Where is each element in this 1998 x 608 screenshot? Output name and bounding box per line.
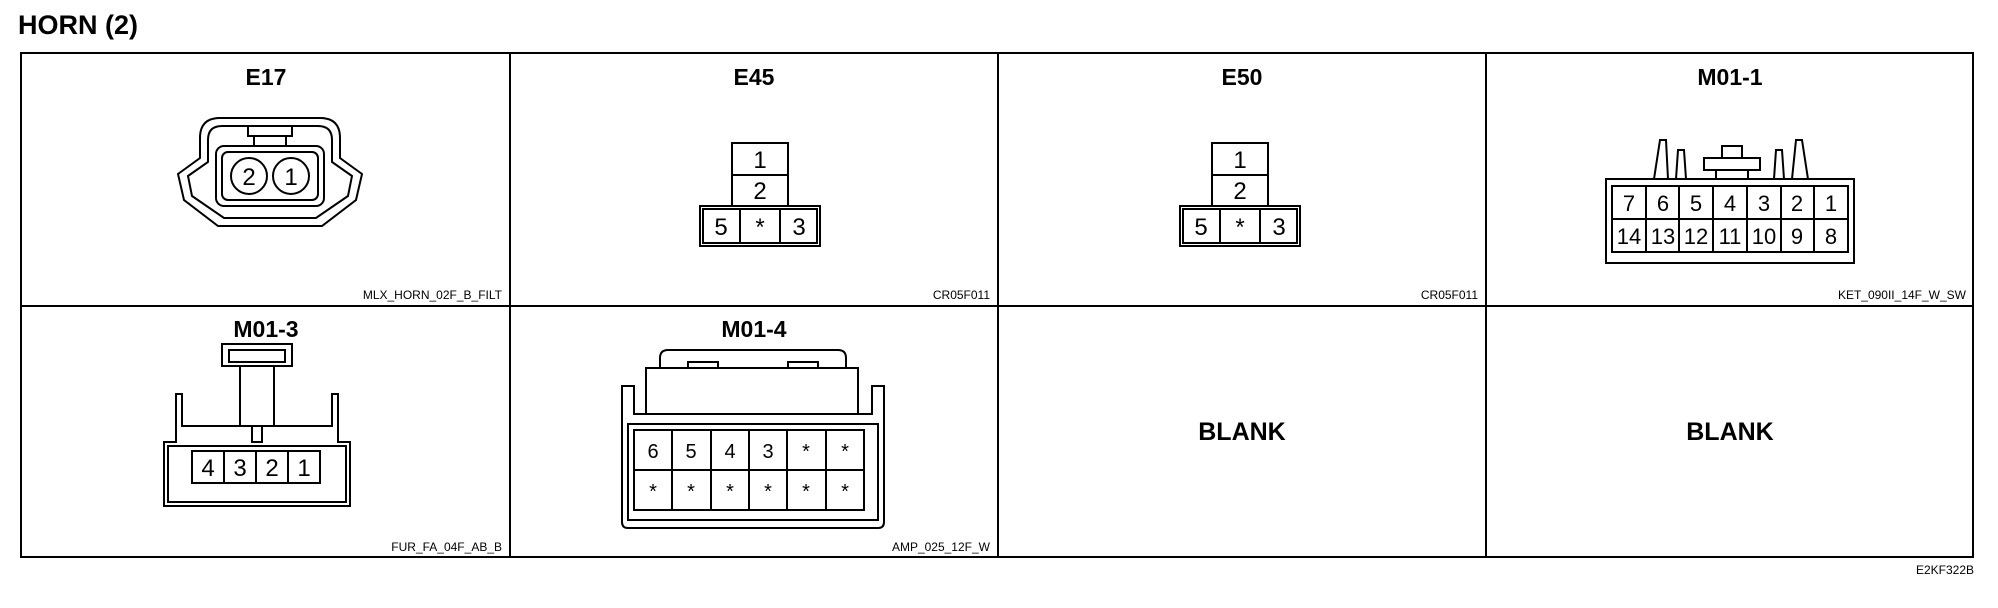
pin-label: 8 [1825, 224, 1837, 249]
pin-label: 4 [201, 455, 214, 482]
blank-label: BLANK [1686, 418, 1774, 446]
grid-divider [22, 305, 1972, 307]
pin-label: 9 [1791, 224, 1803, 249]
pin-label: * [802, 481, 810, 503]
pin-label: * [649, 481, 657, 503]
pin-label: 3 [762, 441, 773, 463]
connector-code: KET_090II_14F_W_SW [1837, 288, 1966, 302]
connector-name: M01-4 [721, 316, 787, 342]
connector-m01-1: M01-1 7 [1486, 54, 1974, 306]
pin-label: 12 [1684, 224, 1708, 249]
connector-e45: E45 1 2 5 * 3 CR05F011 [510, 54, 998, 306]
pin-label: 1 [284, 164, 297, 191]
figure-reference: E2KF322B [1915, 563, 1974, 577]
pin-label: 3 [1272, 214, 1285, 241]
pin-label: * [764, 481, 772, 503]
connector-e50-drawing: 1 2 5 * 3 [1179, 142, 1301, 247]
connector-name: E50 [1221, 64, 1263, 90]
connector-code: MLX_HORN_02F_B_FILT [362, 288, 502, 302]
connector-code: FUR_FA_04F_AB_B [391, 540, 502, 554]
pin-label: * [841, 481, 849, 503]
connector-m01-3-drawing: 4 3 2 1 [163, 343, 351, 507]
blank-cell: BLANK [998, 306, 1486, 558]
pin-label: 2 [1791, 191, 1803, 216]
connector-name: M01-3 [233, 316, 299, 342]
connector-m01-4: M01-4 6 5 4 3 * [510, 306, 998, 558]
pin-label: 5 [1194, 214, 1207, 241]
connector-m01-1-drawing: 7 6 5 4 3 2 1 14 13 12 11 10 9 8 [1605, 139, 1855, 264]
pin-label: 13 [1651, 224, 1675, 249]
pin-label: * [726, 481, 734, 503]
connector-code: CR05F011 [1420, 288, 1478, 302]
pin-label: 2 [265, 455, 278, 482]
pin-label: 14 [1617, 224, 1641, 249]
pin-label: 3 [233, 455, 246, 482]
connector-e50: E50 1 2 5 * 3 CR05F011 [998, 54, 1486, 306]
pin-label: 2 [1233, 178, 1246, 205]
pin-label: 5 [714, 214, 727, 241]
connector-code: CR05F011 [932, 288, 990, 302]
pin-label: 3 [1758, 191, 1770, 216]
connector-name: M01-1 [1697, 64, 1763, 90]
pin-label: 7 [1623, 191, 1635, 216]
pin-label: * [755, 214, 764, 241]
connector-m01-3: M01-3 4 3 2 1 FUR_FA_04F_AB [22, 306, 510, 558]
pin-label: * [802, 441, 810, 463]
pin-label: 1 [297, 455, 310, 482]
connector-e45-drawing: 1 2 5 * 3 [699, 142, 821, 247]
connector-name: E45 [733, 64, 775, 90]
pin-label: 4 [724, 441, 735, 463]
pin-label: 1 [1825, 191, 1837, 216]
pin-label: 2 [242, 164, 255, 191]
pin-label: 5 [685, 441, 696, 463]
pin-label: * [687, 481, 695, 503]
pin-label: 6 [1657, 191, 1669, 216]
pin-label: 2 [753, 178, 766, 205]
connector-grid: E17 2 1 MLX_HORN_02F_B_FILT E45 [20, 52, 1974, 558]
pin-label: 5 [1690, 191, 1702, 216]
connector-code: AMP_025_12F_W [891, 540, 990, 554]
page-title: HORN (2) [18, 10, 138, 40]
pin-label: * [1235, 214, 1244, 241]
connector-m01-4-drawing: 6 5 4 3 * * * * * * * * [621, 349, 885, 529]
pin-label: 11 [1719, 224, 1742, 249]
connector-name: E17 [245, 64, 287, 90]
pin-label: 1 [753, 147, 766, 174]
pin-label: 10 [1752, 224, 1776, 249]
connector-e17: E17 2 1 MLX_HORN_02F_B_FILT [22, 54, 510, 306]
pin-label: 4 [1724, 191, 1736, 216]
pin-label: 1 [1233, 147, 1246, 174]
connector-e17-drawing: 2 1 [176, 117, 364, 227]
pin-label: 3 [792, 214, 805, 241]
pin-label: * [841, 441, 849, 463]
blank-cell: BLANK [1486, 306, 1974, 558]
pin-label: 6 [647, 441, 658, 463]
blank-label: BLANK [1198, 418, 1286, 446]
